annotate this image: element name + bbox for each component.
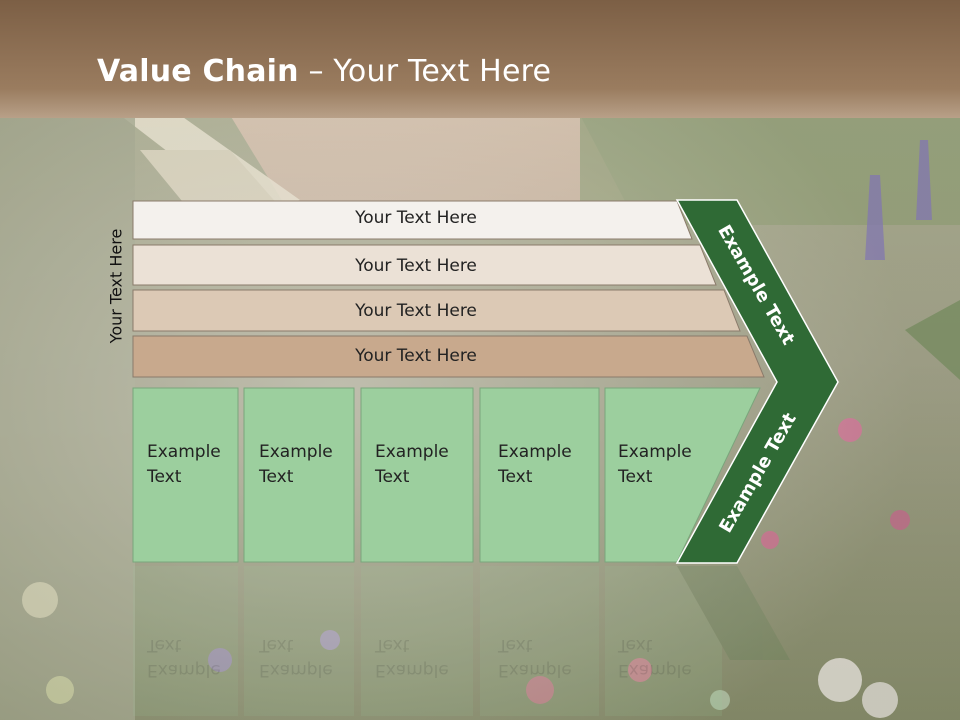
box-reflection-1: Example Text <box>147 635 221 680</box>
value-bar-3 <box>132 289 741 332</box>
box-label-5: Example Text <box>618 442 692 487</box>
value-bar-2 <box>132 244 717 286</box>
box-label-2: Example Text <box>259 442 333 487</box>
box-reflection-4: Example Text <box>498 635 572 680</box>
box-label-4: Example Text <box>498 442 572 487</box>
box-reflection-3: Example Text <box>375 635 449 680</box>
box-reflection-5: Example Text <box>618 635 692 680</box>
bar-label-1: Your Text Here <box>355 208 477 228</box>
bar-label-2: Your Text Here <box>355 256 477 276</box>
box-label-1: Example Text <box>147 442 221 487</box>
example-box-2 <box>243 387 355 563</box>
bar-label-3: Your Text Here <box>355 301 477 321</box>
bar-label-4: Your Text Here <box>355 346 477 366</box>
title-bold: Value Chain <box>97 54 299 89</box>
example-box-1 <box>132 387 239 563</box>
title-rest: – Your Text Here <box>298 54 552 89</box>
value-bar-1 <box>132 200 693 240</box>
side-label: Your Text Here <box>106 228 126 344</box>
value-bar-4 <box>132 335 765 378</box>
chevron-arrow <box>675 199 839 564</box>
bars-group <box>132 200 765 378</box>
example-box-3 <box>360 387 474 563</box>
example-box-4 <box>479 387 600 563</box>
boxes-group <box>132 387 761 563</box>
box-reflection-2: Example Text <box>259 635 333 680</box>
box-label-3: Example Text <box>375 442 449 487</box>
slide-title: Value Chain – Your Text Here <box>97 54 551 89</box>
header-band <box>0 0 960 118</box>
